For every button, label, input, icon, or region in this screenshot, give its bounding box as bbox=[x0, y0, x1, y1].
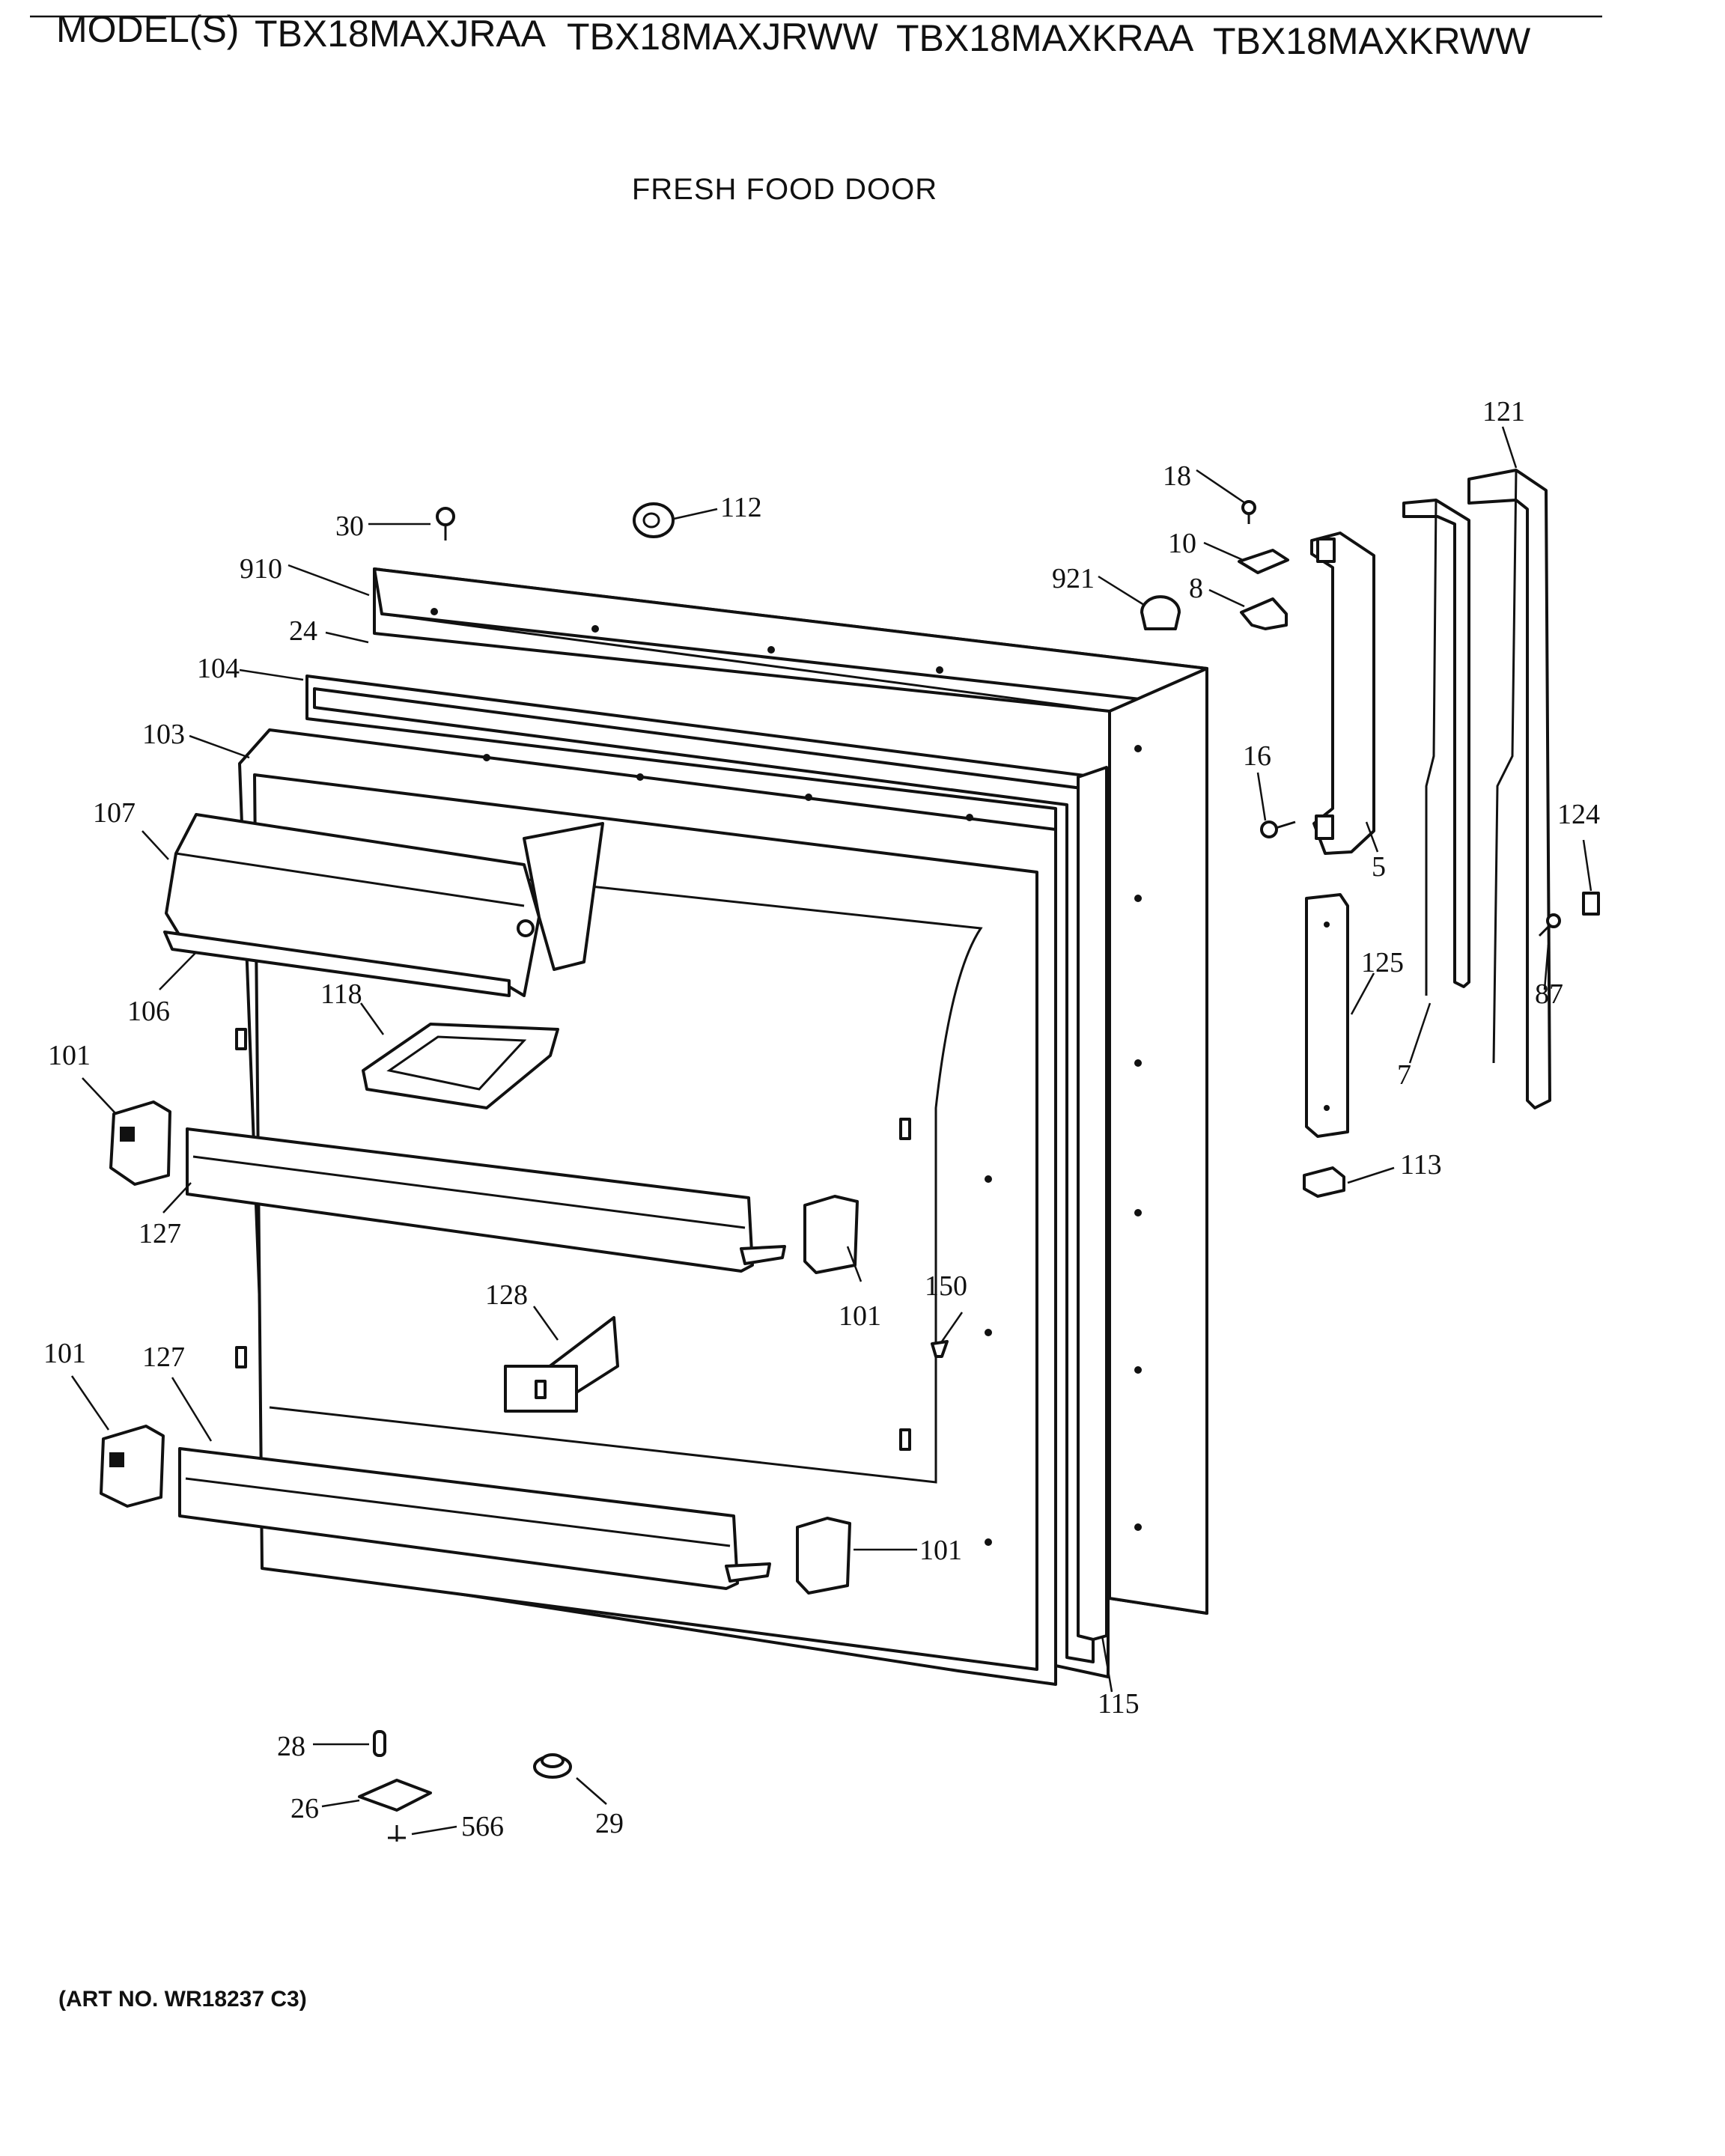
callout-150: 150 bbox=[925, 1270, 967, 1302]
model-4: TBX18MAXKRWW bbox=[1213, 20, 1531, 62]
callout-7: 7 bbox=[1397, 1059, 1411, 1091]
hinge-bushing-8 bbox=[1240, 597, 1288, 630]
handle-trim-7 bbox=[1402, 499, 1470, 996]
butter-tray bbox=[362, 1023, 559, 1109]
door-handle bbox=[1310, 532, 1375, 855]
end-cap-124 bbox=[1582, 892, 1600, 916]
models-label: MODEL(S) bbox=[56, 8, 239, 50]
shelf-support-1 bbox=[109, 1100, 171, 1186]
hinge-plate-10 bbox=[1238, 549, 1289, 574]
callout-87: 87 bbox=[1535, 978, 1563, 1010]
screw-16 bbox=[1260, 820, 1296, 838]
callout-910: 910 bbox=[240, 553, 282, 585]
screw-18 bbox=[1241, 500, 1256, 524]
bottle-retainer bbox=[504, 1316, 619, 1413]
door-shelf-lower bbox=[178, 1447, 771, 1590]
pin-150 bbox=[931, 1340, 949, 1358]
callout-101-lower-right: 101 bbox=[919, 1535, 962, 1566]
callout-566: 566 bbox=[461, 1811, 504, 1842]
hinge-pin-28 bbox=[373, 1730, 386, 1757]
screw-566 bbox=[388, 1825, 406, 1842]
callout-124: 124 bbox=[1557, 799, 1600, 830]
plug-921 bbox=[1140, 595, 1181, 630]
callout-28: 28 bbox=[277, 1731, 305, 1762]
callout-104: 104 bbox=[197, 653, 240, 684]
callout-10: 10 bbox=[1168, 528, 1196, 559]
handle-mount-125 bbox=[1305, 893, 1349, 1138]
shelf-support-3 bbox=[100, 1425, 165, 1508]
stop-29 bbox=[533, 1753, 572, 1779]
callout-8: 8 bbox=[1189, 573, 1203, 604]
callout-112: 112 bbox=[720, 492, 762, 523]
callout-115: 115 bbox=[1098, 1688, 1140, 1720]
callout-16: 16 bbox=[1243, 740, 1271, 772]
callout-29: 29 bbox=[595, 1808, 624, 1839]
model-1: TBX18MAXJRAA bbox=[255, 13, 547, 55]
callout-127-upper: 127 bbox=[139, 1218, 181, 1249]
callout-101-lower-left: 101 bbox=[43, 1338, 86, 1369]
callout-121: 121 bbox=[1482, 396, 1525, 427]
shelf-support-2 bbox=[803, 1195, 859, 1274]
dairy-compartment bbox=[163, 813, 604, 997]
section-title: FRESH FOOD DOOR bbox=[632, 173, 937, 206]
callout-101-upper-right: 101 bbox=[839, 1300, 881, 1332]
callout-921: 921 bbox=[1052, 563, 1095, 594]
screw-30 bbox=[436, 507, 455, 540]
callout-30: 30 bbox=[335, 511, 364, 542]
model-2: TBX18MAXJRWW bbox=[567, 16, 879, 58]
callout-labels: 121 18 10 921 8 30 112 910 24 104 103 10… bbox=[43, 396, 1600, 1842]
breaker-strip bbox=[1077, 766, 1108, 1641]
door-shelf-upper bbox=[186, 1127, 786, 1273]
leader-lines bbox=[70, 426, 1592, 1836]
shelf-support-4 bbox=[796, 1517, 851, 1595]
callout-101-upper-left: 101 bbox=[48, 1040, 91, 1071]
callout-106: 106 bbox=[127, 996, 170, 1027]
handle-trim-121 bbox=[1467, 469, 1551, 1109]
screw-87 bbox=[1538, 913, 1561, 937]
outer-door-panel bbox=[373, 567, 1208, 1615]
callout-118: 118 bbox=[320, 978, 362, 1010]
callout-128: 128 bbox=[485, 1279, 528, 1311]
callout-18: 18 bbox=[1163, 460, 1191, 492]
callout-5: 5 bbox=[1372, 851, 1386, 883]
callout-26: 26 bbox=[290, 1793, 319, 1824]
hinge-plate-26 bbox=[358, 1779, 432, 1812]
callout-103: 103 bbox=[142, 719, 185, 750]
callout-113: 113 bbox=[1400, 1149, 1442, 1181]
callout-127-lower: 127 bbox=[142, 1342, 185, 1373]
cap-113 bbox=[1303, 1166, 1345, 1198]
callout-125: 125 bbox=[1361, 947, 1404, 978]
callout-24: 24 bbox=[289, 615, 317, 647]
plug-button-112 bbox=[633, 502, 675, 538]
callout-107: 107 bbox=[93, 797, 136, 829]
art-number: (ART NO. WR18237 C3) bbox=[58, 1987, 307, 2012]
model-3: TBX18MAXKRAA bbox=[896, 17, 1194, 59]
